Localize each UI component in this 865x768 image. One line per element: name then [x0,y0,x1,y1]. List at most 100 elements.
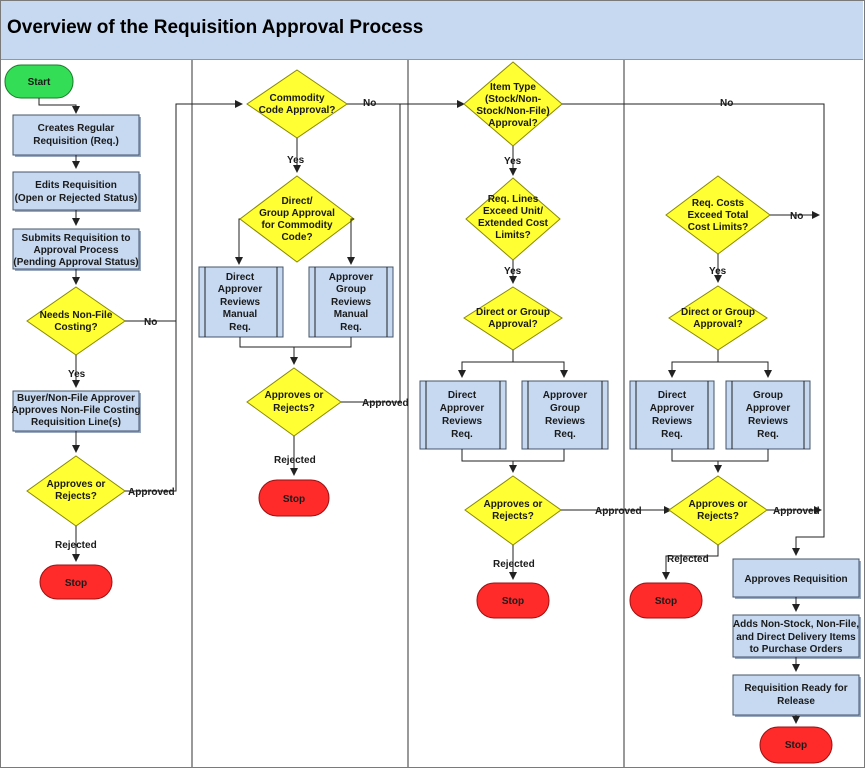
svg-text:Manual: Manual [334,309,369,320]
svg-text:Approver: Approver [440,403,485,414]
label-no: No [790,211,803,222]
svg-text:Approval?: Approval? [693,319,742,330]
svg-text:Approval?: Approval? [488,319,537,330]
svg-text:Approval Process: Approval Process [33,245,118,256]
label-rejected: Rejected [55,540,97,551]
label-approved: Approved [773,506,820,517]
svg-text:for Commodity: for Commodity [261,220,333,231]
svg-text:Requisition Line(s): Requisition Line(s) [31,417,121,428]
svg-text:Approval?: Approval? [488,118,537,129]
svg-text:Approves or: Approves or [265,390,324,401]
svg-text:Req.: Req. [340,322,362,333]
svg-text:Direct or Group: Direct or Group [476,307,550,318]
stop-terminator-3: Stop [476,582,550,619]
group-approver-manual-box: Approver Group Reviews Manual Req. [308,266,394,338]
svg-text:Code Approval?: Code Approval? [259,105,336,116]
label-rejected: Rejected [274,455,316,466]
label-rejected: Rejected [667,554,709,565]
svg-text:Req. Lines: Req. Lines [488,194,539,205]
svg-text:Req.: Req. [451,429,473,440]
svg-text:Approver: Approver [218,284,263,295]
svg-text:Rejects?: Rejects? [697,511,739,522]
label-yes: Yes [287,155,305,166]
svg-text:Direct/: Direct/ [281,196,312,207]
svg-text:Stop: Stop [283,494,305,505]
svg-text:to Purchase Orders: to Purchase Orders [750,644,843,655]
svg-text:Needs Non-File: Needs Non-File [40,310,113,321]
start-terminator: Start [4,64,74,99]
direct-group-decision-4: Direct or Group Approval? [668,285,768,351]
direct-group-decision-3: Direct or Group Approval? [463,286,563,351]
svg-text:Approves or: Approves or [689,499,748,510]
svg-text:(Pending Approval Status): (Pending Approval Status) [13,257,138,268]
svg-text:Item Type: Item Type [490,82,536,93]
label-yes: Yes [68,369,86,380]
svg-text:Reviews: Reviews [331,297,371,308]
svg-text:Direct: Direct [448,390,477,401]
label-no: No [363,98,376,109]
svg-text:Manual: Manual [223,309,258,320]
item-type-decision: Item Type (Stock/Non- Stock/Non-File) Ap… [463,61,563,147]
svg-text:Req.: Req. [661,429,683,440]
svg-text:Reviews: Reviews [652,416,692,427]
svg-text:Rejects?: Rejects? [273,403,315,414]
svg-text:Group Approval: Group Approval [259,208,335,219]
approves-rejects-decision-1: Approves or Rejects? [26,455,126,527]
group-approver-box-3: Approver Group Reviews Req. [521,380,609,450]
group-approver-box-4: Group Approver Reviews Req. [725,380,811,450]
label-approved: Approved [362,398,409,409]
svg-text:Adds Non-Stock, Non-File,: Adds Non-Stock, Non-File, [733,619,859,630]
svg-text:Req.: Req. [757,429,779,440]
svg-text:Approves Requisition: Approves Requisition [744,574,847,585]
req-costs-decision: Req. Costs Exceed Total Cost Limits? [665,175,771,255]
svg-text:Release: Release [777,696,815,707]
svg-text:Extended Cost: Extended Cost [478,218,549,229]
svg-text:Exceed Total: Exceed Total [688,210,749,221]
svg-text:Submits Requisition to: Submits Requisition to [22,233,131,244]
svg-text:Group: Group [550,403,580,414]
svg-text:Rejects?: Rejects? [55,491,97,502]
label-approved: Approved [128,487,175,498]
edit-requisition-box: Edits Requisition (Open or Rejected Stat… [12,171,141,212]
svg-text:Reviews: Reviews [748,416,788,427]
svg-text:Requisition (Req.): Requisition (Req.) [33,136,119,147]
svg-text:Req. Costs: Req. Costs [692,198,745,209]
direct-group-commodity-decision: Direct/ Group Approval for Commodity Cod… [239,175,355,263]
svg-text:Costing?: Costing? [54,322,97,333]
commodity-code-decision: Commodity Code Approval? [246,69,348,139]
label-yes: Yes [709,266,727,277]
svg-text:Direct: Direct [226,272,255,283]
svg-text:Reviews: Reviews [442,416,482,427]
stop-terminator-5: Stop [759,726,833,764]
svg-text:Direct or Group: Direct or Group [681,307,755,318]
svg-text:Group: Group [753,390,783,401]
svg-text:Requisition Ready for: Requisition Ready for [744,683,847,694]
svg-text:Reviews: Reviews [545,416,585,427]
direct-approver-manual-box: Direct Approver Reviews Manual Req. [198,266,284,338]
svg-text:Start: Start [28,77,51,88]
stop-terminator-4: Stop [629,582,703,619]
svg-text:Code?: Code? [281,232,312,243]
label-rejected: Rejected [493,559,535,570]
svg-text:Edits Requisition: Edits Requisition [35,180,117,191]
direct-approver-box-4: Direct Approver Reviews Req. [629,380,715,450]
svg-text:Limits?: Limits? [495,230,531,241]
svg-text:Approver: Approver [329,272,374,283]
title-bar: Overview of the Requisition Approval Pro… [1,1,863,60]
create-requisition-box: Creates Regular Requisition (Req.) [12,114,141,157]
svg-text:Req.: Req. [554,429,576,440]
svg-text:Approves Non-File Costing: Approves Non-File Costing [12,405,141,416]
svg-text:Direct: Direct [658,390,687,401]
svg-text:Group: Group [336,284,366,295]
stop-terminator-2: Stop [258,479,330,517]
svg-text:Buyer/Non-File Approver: Buyer/Non-File Approver [17,393,135,404]
svg-text:Approves or: Approves or [47,479,106,490]
svg-text:Stop: Stop [65,578,87,589]
label-approved: Approved [595,506,642,517]
svg-text:(Stock/Non-: (Stock/Non- [485,94,541,105]
svg-text:Cost Limits?: Cost Limits? [688,222,749,233]
svg-text:Approves or: Approves or [484,499,543,510]
svg-text:Stop: Stop [655,596,677,607]
approves-rejects-decision-3: Approves or Rejects? [464,475,562,546]
